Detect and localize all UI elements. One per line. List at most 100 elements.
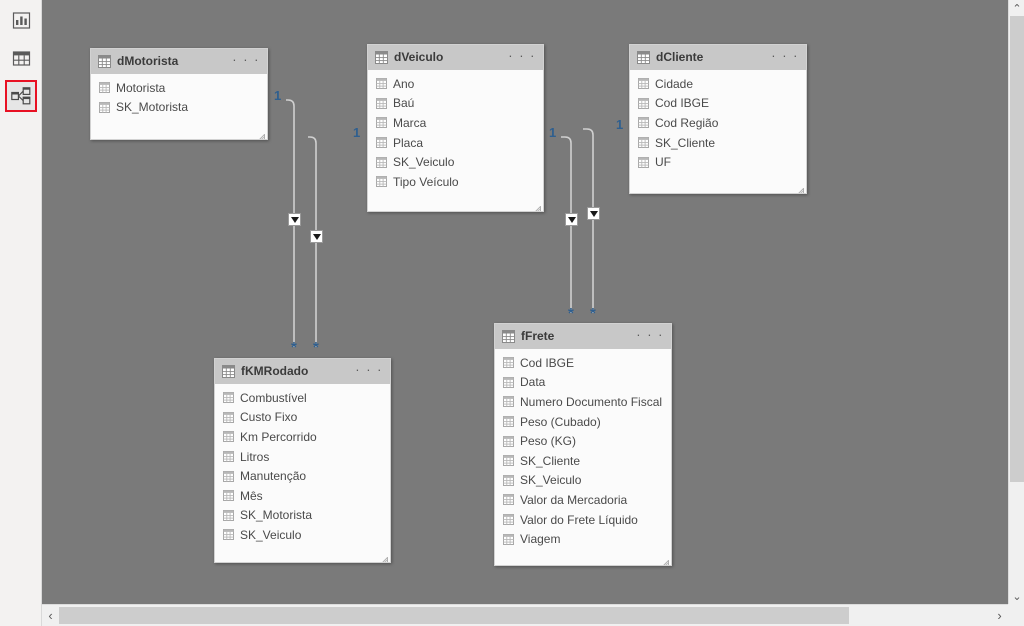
field-row[interactable]: Cod IBGE <box>630 94 806 114</box>
field-row[interactable]: SK_Motorista <box>91 98 267 118</box>
field-row[interactable]: Custo Fixo <box>215 408 390 428</box>
scroll-right-button[interactable]: › <box>991 605 1008 626</box>
field-row[interactable]: Motorista <box>91 78 267 98</box>
field-column-icon <box>503 514 520 526</box>
field-row[interactable]: Cod Região <box>630 113 806 133</box>
cross-filter-direction-arrow-icon[interactable] <box>288 213 301 226</box>
field-row[interactable]: Peso (Cubado) <box>495 412 671 432</box>
table-icon <box>222 365 241 378</box>
report-chart-icon <box>12 11 31 30</box>
scroll-left-button[interactable]: ‹ <box>42 605 59 626</box>
relationship-line[interactable] <box>308 136 317 347</box>
relationship-line[interactable] <box>286 99 295 347</box>
field-row[interactable]: Cod IBGE <box>495 353 671 373</box>
field-column-icon <box>223 392 240 404</box>
table-header[interactable]: dMotorista · · · <box>91 49 267 74</box>
field-row[interactable]: Cidade <box>630 74 806 94</box>
field-row[interactable]: Data <box>495 373 671 393</box>
cross-filter-direction-arrow-icon[interactable] <box>587 207 600 220</box>
field-row[interactable]: Baú <box>368 94 543 114</box>
vertical-scrollbar[interactable]: ⌃ ⌄ <box>1008 0 1024 604</box>
field-row[interactable]: Viagem <box>495 529 671 549</box>
field-column-icon <box>503 494 520 506</box>
table-header[interactable]: dCliente· · · <box>630 45 806 70</box>
field-column-icon <box>503 357 520 369</box>
field-row[interactable]: Numero Documento Fiscal <box>495 392 671 412</box>
table-more-options-icon[interactable]: · · · <box>508 47 536 63</box>
field-column-icon <box>638 156 655 168</box>
field-row[interactable]: Litros <box>215 447 390 467</box>
table-resize-handle[interactable] <box>533 201 541 211</box>
cross-filter-direction-arrow-icon[interactable] <box>310 230 323 243</box>
field-name: SK_Veiculo <box>393 155 455 170</box>
sidebar-item-data[interactable] <box>5 42 37 74</box>
sidebar-item-model[interactable] <box>5 80 37 112</box>
field-column-icon <box>99 82 116 94</box>
field-row[interactable]: Valor da Mercadoria <box>495 490 671 510</box>
field-row[interactable]: UF <box>630 152 806 172</box>
table-resize-handle[interactable] <box>380 552 388 562</box>
field-row[interactable]: Placa <box>368 133 543 153</box>
table-resize-handle[interactable] <box>796 183 804 193</box>
field-name: Valor do Frete Líquido <box>520 512 638 527</box>
relationship-line[interactable] <box>583 128 594 313</box>
table-more-options-icon[interactable]: · · · <box>355 361 383 377</box>
scroll-up-button[interactable]: ⌃ <box>1009 0 1024 16</box>
table-more-options-icon[interactable]: · · · <box>636 326 664 342</box>
table-title: dMotorista <box>117 54 179 68</box>
field-column-icon <box>376 97 393 109</box>
field-row[interactable]: SK_Cliente <box>630 133 806 153</box>
field-row[interactable]: Tipo Veículo <box>368 172 543 192</box>
field-row[interactable]: Peso (KG) <box>495 431 671 451</box>
table-resize-handle[interactable] <box>257 129 265 139</box>
field-column-icon <box>376 78 393 90</box>
scroll-down-button[interactable]: ⌄ <box>1009 588 1024 604</box>
cross-filter-direction-arrow-icon[interactable] <box>565 213 578 226</box>
field-row[interactable]: Manutenção <box>215 466 390 486</box>
field-column-icon <box>503 435 520 447</box>
table-more-options-icon[interactable]: · · · <box>232 51 260 67</box>
table-more-options-icon[interactable]: · · · <box>771 47 799 63</box>
field-row[interactable]: Km Percorrido <box>215 427 390 447</box>
table-icon <box>375 51 394 64</box>
scrollbar-corner <box>1008 604 1024 626</box>
field-column-icon <box>638 117 655 129</box>
horizontal-scrollbar[interactable]: ‹ › <box>42 604 1024 626</box>
field-row[interactable]: Combustível <box>215 388 390 408</box>
field-name: SK_Cliente <box>520 453 581 468</box>
field-row[interactable]: Marca <box>368 113 543 133</box>
field-name: Km Percorrido <box>240 429 317 444</box>
field-row[interactable]: SK_Cliente <box>495 451 671 471</box>
field-column-icon <box>503 396 520 408</box>
field-column-icon <box>376 137 393 149</box>
table-header[interactable]: dVeiculo· · · <box>368 45 543 70</box>
field-row[interactable]: SK_Motorista <box>215 506 390 526</box>
sidebar-item-report[interactable] <box>5 4 37 36</box>
field-row[interactable]: Valor do Frete Líquido <box>495 510 671 530</box>
table-header[interactable]: fFrete· · · <box>495 324 671 349</box>
field-name: Cod IBGE <box>520 355 575 370</box>
field-row[interactable]: Mês <box>215 486 390 506</box>
field-name: Mês <box>240 488 263 503</box>
field-row[interactable]: SK_Veiculo <box>215 525 390 545</box>
relationship-line[interactable] <box>561 136 572 313</box>
vertical-scroll-thumb[interactable] <box>1010 16 1024 482</box>
field-column-icon <box>223 509 240 521</box>
field-row[interactable]: SK_Veiculo <box>495 471 671 491</box>
field-row[interactable]: Ano <box>368 74 543 94</box>
field-column-icon <box>638 137 655 149</box>
field-column-icon <box>223 451 240 463</box>
table-header[interactable]: fKMRodado· · · <box>215 359 390 384</box>
horizontal-scroll-thumb[interactable] <box>59 607 849 624</box>
field-row[interactable]: SK_Veiculo <box>368 152 543 172</box>
table-resize-handle[interactable] <box>661 555 669 565</box>
